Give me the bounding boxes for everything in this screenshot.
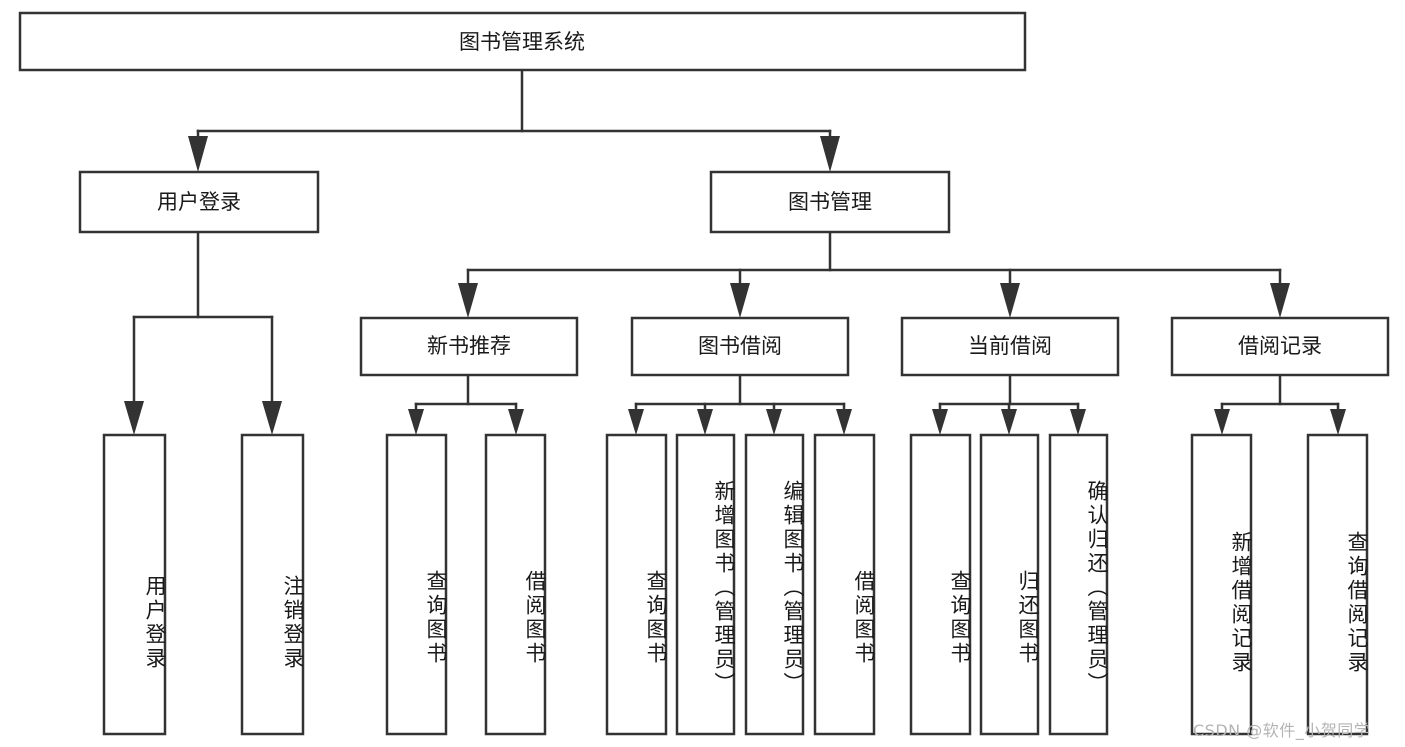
leaf-return-book-box[interactable] bbox=[979, 433, 1040, 736]
node-user-login-label: 用户登录 bbox=[157, 190, 241, 214]
arrow-to-leaf-return-book bbox=[1001, 409, 1017, 435]
watermark-text: CSDN @软件_小贺同学 bbox=[1193, 721, 1371, 740]
leaf-borrow-book-1-box[interactable] bbox=[484, 433, 547, 736]
leaf-user-login-box[interactable] bbox=[102, 433, 167, 736]
node-current-borrow-box[interactable] bbox=[900, 316, 1120, 377]
arrow-to-leaf-edit-book-admin bbox=[766, 409, 782, 435]
arrow-to-book-manage bbox=[820, 136, 840, 172]
arrow-to-leaf-query-book-1 bbox=[408, 409, 424, 435]
nodes-group bbox=[18, 11, 1390, 736]
leaf-add-book-admin-box[interactable] bbox=[675, 433, 736, 736]
arrow-to-leaf-user-login bbox=[124, 401, 144, 435]
node-book-manage-box[interactable] bbox=[709, 170, 951, 234]
node-root-system-box[interactable] bbox=[18, 11, 1027, 72]
leaf-logout-login-box[interactable] bbox=[240, 433, 305, 736]
leaf-borrow-book-2-box[interactable] bbox=[813, 433, 876, 736]
leaf-query-borrow-record-box[interactable] bbox=[1306, 433, 1369, 736]
leaf-confirm-return-admin-box[interactable] bbox=[1048, 433, 1109, 736]
arrow-to-leaf-borrow-book-1 bbox=[508, 409, 524, 435]
leaf-query-book-1-box[interactable] bbox=[385, 433, 448, 736]
node-new-book-recommend-box[interactable] bbox=[359, 316, 579, 377]
node-new-book-recommend-label: 新书推荐 bbox=[427, 334, 511, 358]
leaf-query-book-2-box[interactable] bbox=[605, 433, 668, 736]
horizontal-labels-group: 图书管理系统 用户登录 图书管理 新书推荐 图书借阅 当前借阅 借阅记录 bbox=[157, 30, 1322, 358]
arrowheads-group bbox=[124, 136, 1346, 435]
arrow-to-leaf-confirm-return-admin bbox=[1070, 409, 1086, 435]
leaf-add-borrow-record-box[interactable] bbox=[1190, 433, 1253, 736]
leaf-query-book-3-box[interactable] bbox=[909, 433, 972, 736]
arrow-to-new-book-recommend bbox=[458, 283, 478, 318]
arrow-to-leaf-logout-login bbox=[262, 401, 282, 435]
arrow-to-leaf-add-book-admin bbox=[697, 409, 713, 435]
node-user-login-box[interactable] bbox=[78, 170, 320, 234]
node-borrow-record-box[interactable] bbox=[1170, 316, 1390, 377]
node-root-system-label: 图书管理系统 bbox=[459, 30, 585, 54]
node-current-borrow-label: 当前借阅 bbox=[968, 334, 1052, 358]
arrow-to-leaf-query-book-2 bbox=[628, 409, 644, 435]
arrow-to-book-borrow bbox=[730, 283, 750, 318]
node-borrow-record-label: 借阅记录 bbox=[1238, 334, 1322, 358]
arrow-to-leaf-borrow-book-2 bbox=[836, 409, 852, 435]
node-book-borrow-label: 图书借阅 bbox=[698, 334, 782, 358]
arrow-to-leaf-add-borrow-record bbox=[1214, 409, 1230, 435]
arrow-to-user-login bbox=[188, 136, 208, 172]
arrow-to-borrow-record bbox=[1270, 283, 1290, 318]
node-book-borrow-box[interactable] bbox=[630, 316, 850, 377]
node-book-manage-label: 图书管理 bbox=[788, 190, 872, 214]
arrow-to-leaf-query-borrow-record bbox=[1330, 409, 1346, 435]
leaf-edit-book-admin-box[interactable] bbox=[744, 433, 805, 736]
arrow-to-current-borrow bbox=[1000, 283, 1020, 318]
arrow-to-leaf-query-book-3 bbox=[932, 409, 948, 435]
